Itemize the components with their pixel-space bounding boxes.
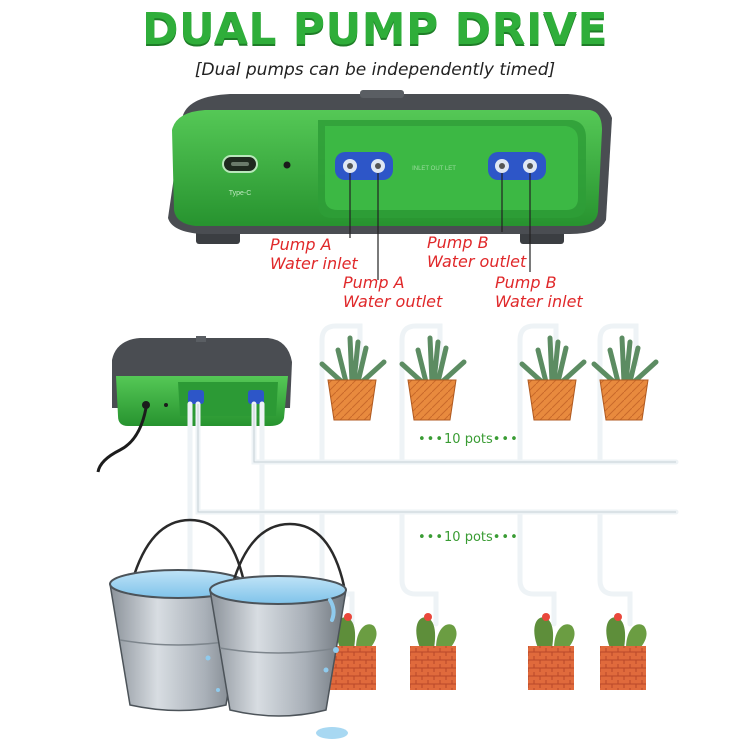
lower-pots-count: •••10 pots•••: [418, 530, 519, 545]
callout-pump-a-inlet-line1: Pump A: [270, 235, 332, 254]
pump-device-front: [168, 90, 612, 280]
lower-dots-right: •••: [492, 530, 519, 545]
subtitle-bracket-close: ]: [548, 60, 556, 80]
page-subtitle: [Dual pumps can be independently timed]: [0, 60, 750, 80]
upper-dots-right: •••: [492, 432, 519, 447]
type-c-port-label: Type-C: [229, 190, 252, 197]
panel-print-a: INLET OUT LET: [412, 166, 456, 172]
callout-pump-b-inlet-line2: Water inlet: [495, 292, 583, 311]
callout-pump-b-inlet-line1: Pump B: [495, 273, 557, 292]
upper-pots-count: •••10 pots•••: [418, 432, 519, 447]
callout-pump-b-outlet: Pump B Water outlet: [427, 233, 526, 271]
water-buckets: [109, 518, 348, 739]
subtitle-text: Dual pumps can be independently timed: [201, 60, 549, 80]
tubing-outline: [197, 404, 676, 513]
callout-pump-a-inlet-line2: Water inlet: [270, 254, 358, 273]
lower-pots: [330, 613, 647, 690]
callout-pump-b-outlet-line1: Pump B: [427, 233, 489, 252]
callout-pump-b-outlet-line2: Water outlet: [427, 252, 527, 271]
callout-pump-b-inlet: Pump B Water inlet: [495, 273, 583, 311]
callout-pump-a-outlet-line2: Water outlet: [343, 292, 443, 311]
lower-dots-left: •••: [418, 530, 445, 545]
upper-pots: [319, 335, 659, 421]
callout-pump-a-inlet: Pump A Water inlet: [270, 235, 358, 273]
callout-pump-a-outlet: Pump A Water outlet: [343, 273, 442, 311]
upper-dots-left: •••: [418, 432, 445, 447]
subtitle-bracket-open: [: [194, 60, 202, 80]
upper-pots-label: 10 pots: [444, 432, 493, 447]
page-title: DUAL PUMP DRIVE: [141, 4, 609, 55]
callout-pump-a-outlet-line1: Pump A: [343, 273, 405, 292]
pump-device-small: [96, 336, 292, 473]
lower-pots-label: 10 pots: [444, 530, 493, 545]
